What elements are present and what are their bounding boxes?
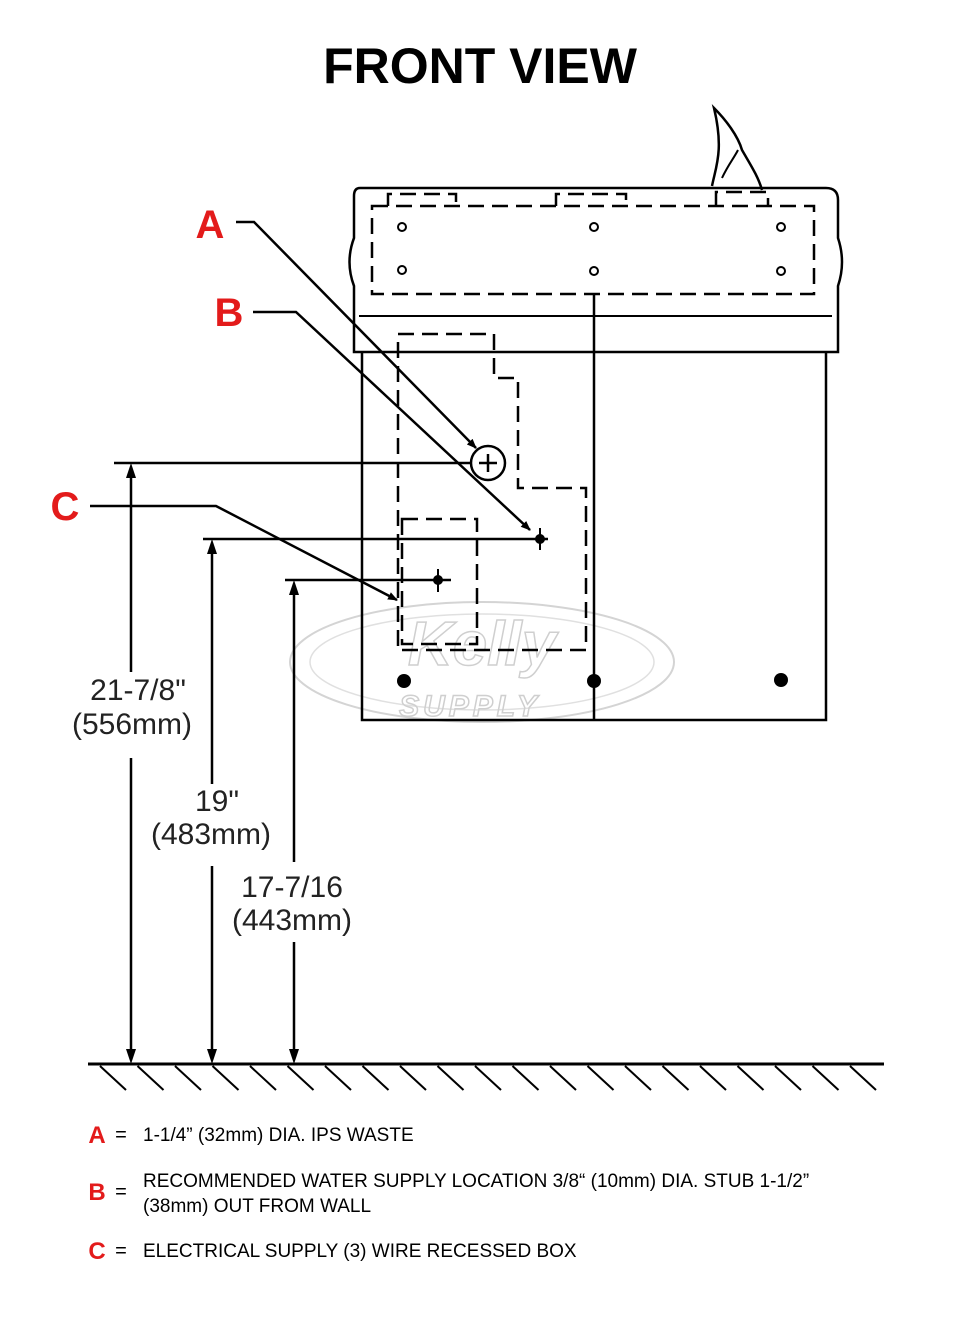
legend-letter-c: C [88, 1238, 105, 1265]
bubbler-spout-inner [721, 149, 739, 179]
legend-item-c: C = ELECTRICAL SUPPLY (3) WIRE RECESSED … [88, 1238, 577, 1265]
basin-outline [348, 186, 844, 354]
bottom-hole [774, 673, 788, 687]
legend-equals-b: = [115, 1181, 127, 1203]
callout-label-b: B [215, 291, 244, 335]
dim-c-mm: (443mm) [232, 904, 352, 937]
legend-equals-a: = [115, 1124, 127, 1146]
callout-label-c: C [51, 485, 80, 529]
legend-item-b: B = RECOMMENDED WATER SUPPLY LOCATION 3/… [88, 1171, 809, 1217]
dim-arrow-a-bottom [126, 1049, 136, 1064]
bottom-hole [587, 674, 601, 688]
dimension-b: 19" (483mm) [151, 539, 271, 1064]
dim-a-inches: 21-7/8" [90, 674, 186, 707]
plate-hole [589, 222, 599, 232]
legend-letter-a: A [88, 1122, 105, 1149]
dim-arrow-c-top [289, 580, 299, 595]
floor-hatch-mark [324, 1065, 352, 1091]
top-tab-right [714, 190, 770, 206]
waste-symbol [469, 444, 507, 482]
bottom-hole [397, 674, 411, 688]
floor-hatch-mark [286, 1065, 315, 1091]
plate-hole [397, 222, 407, 232]
floor-hatch-mark [474, 1065, 502, 1091]
floor-hatch-mark [736, 1065, 765, 1091]
floor-hatch-mark [774, 1065, 802, 1091]
dim-a-mm: (556mm) [72, 708, 192, 741]
leader-a [236, 220, 477, 449]
bubbler-spout [710, 103, 764, 191]
floor-hatch-mark [849, 1065, 877, 1091]
floor-hatch-mark [399, 1065, 427, 1091]
plate-hole [589, 266, 599, 276]
dim-arrow-a-top [126, 463, 136, 478]
floor-hatch-mark [174, 1065, 202, 1091]
floor-hatch-mark [136, 1065, 165, 1091]
mounting-plate [370, 204, 816, 296]
fountain-unit [348, 103, 844, 722]
dim-arrow-b-top [207, 539, 217, 554]
legend-letter-b: B [88, 1179, 105, 1206]
dim-arrow-b-bottom [207, 1049, 217, 1064]
watermark-tagline: SUPPLY [399, 690, 541, 723]
legend-text-b-line1: RECOMMENDED WATER SUPPLY LOCATION 3/8“ (… [143, 1171, 809, 1192]
floor-hatch-mark [99, 1065, 127, 1091]
floor-line [88, 1062, 884, 1091]
dimension-c: 17-7/16 (443mm) [232, 580, 352, 1064]
floor-hatch-mark [361, 1065, 390, 1091]
legend-equals-c: = [115, 1240, 127, 1262]
floor-hatch-mark [549, 1065, 577, 1091]
legend-text-c: ELECTRICAL SUPPLY (3) WIRE RECESSED BOX [143, 1241, 577, 1262]
floor-hatch-mark [436, 1065, 465, 1091]
floor-hatch-mark [249, 1065, 277, 1091]
dim-b-inches: 19" [195, 785, 239, 818]
dimension-a: 21-7/8" (556mm) [72, 463, 192, 1064]
floor-hatch-mark [586, 1065, 615, 1091]
top-tab-left [386, 192, 458, 206]
page-title: FRONT VIEW [323, 38, 638, 94]
leader-c [90, 504, 398, 602]
legend-item-a: A = 1-1/4” (32mm) DIA. IPS WASTE [88, 1122, 413, 1149]
leader-b [253, 310, 531, 531]
legend-text-a: 1-1/4” (32mm) DIA. IPS WASTE [143, 1125, 414, 1146]
roughing-in-outline [396, 332, 588, 652]
dim-arrow-c-bottom [289, 1049, 299, 1064]
floor-hatch-mark [699, 1065, 727, 1091]
callout-label-a: A [196, 203, 225, 247]
floor-hatch-mark [511, 1065, 540, 1091]
dim-c-inches: 17-7/16 [241, 871, 343, 904]
plate-hole [776, 266, 786, 276]
watermark: Kelly SUPPLY [289, 601, 675, 724]
legend-text-b-line2: (38mm) OUT FROM WALL [143, 1196, 371, 1217]
legend: A = 1-1/4” (32mm) DIA. IPS WASTE B = REC… [88, 1122, 809, 1265]
floor-hatch-mark [811, 1065, 840, 1091]
plate-hole [397, 265, 407, 275]
floor-hatch-mark [624, 1065, 652, 1091]
top-tab-center [554, 192, 628, 206]
plate-hole [776, 222, 786, 232]
electrical-box-outline [400, 517, 479, 646]
floor-hatch-mark [661, 1065, 690, 1091]
floor-hatch-mark [211, 1065, 240, 1091]
dim-b-mm: (483mm) [151, 818, 271, 851]
